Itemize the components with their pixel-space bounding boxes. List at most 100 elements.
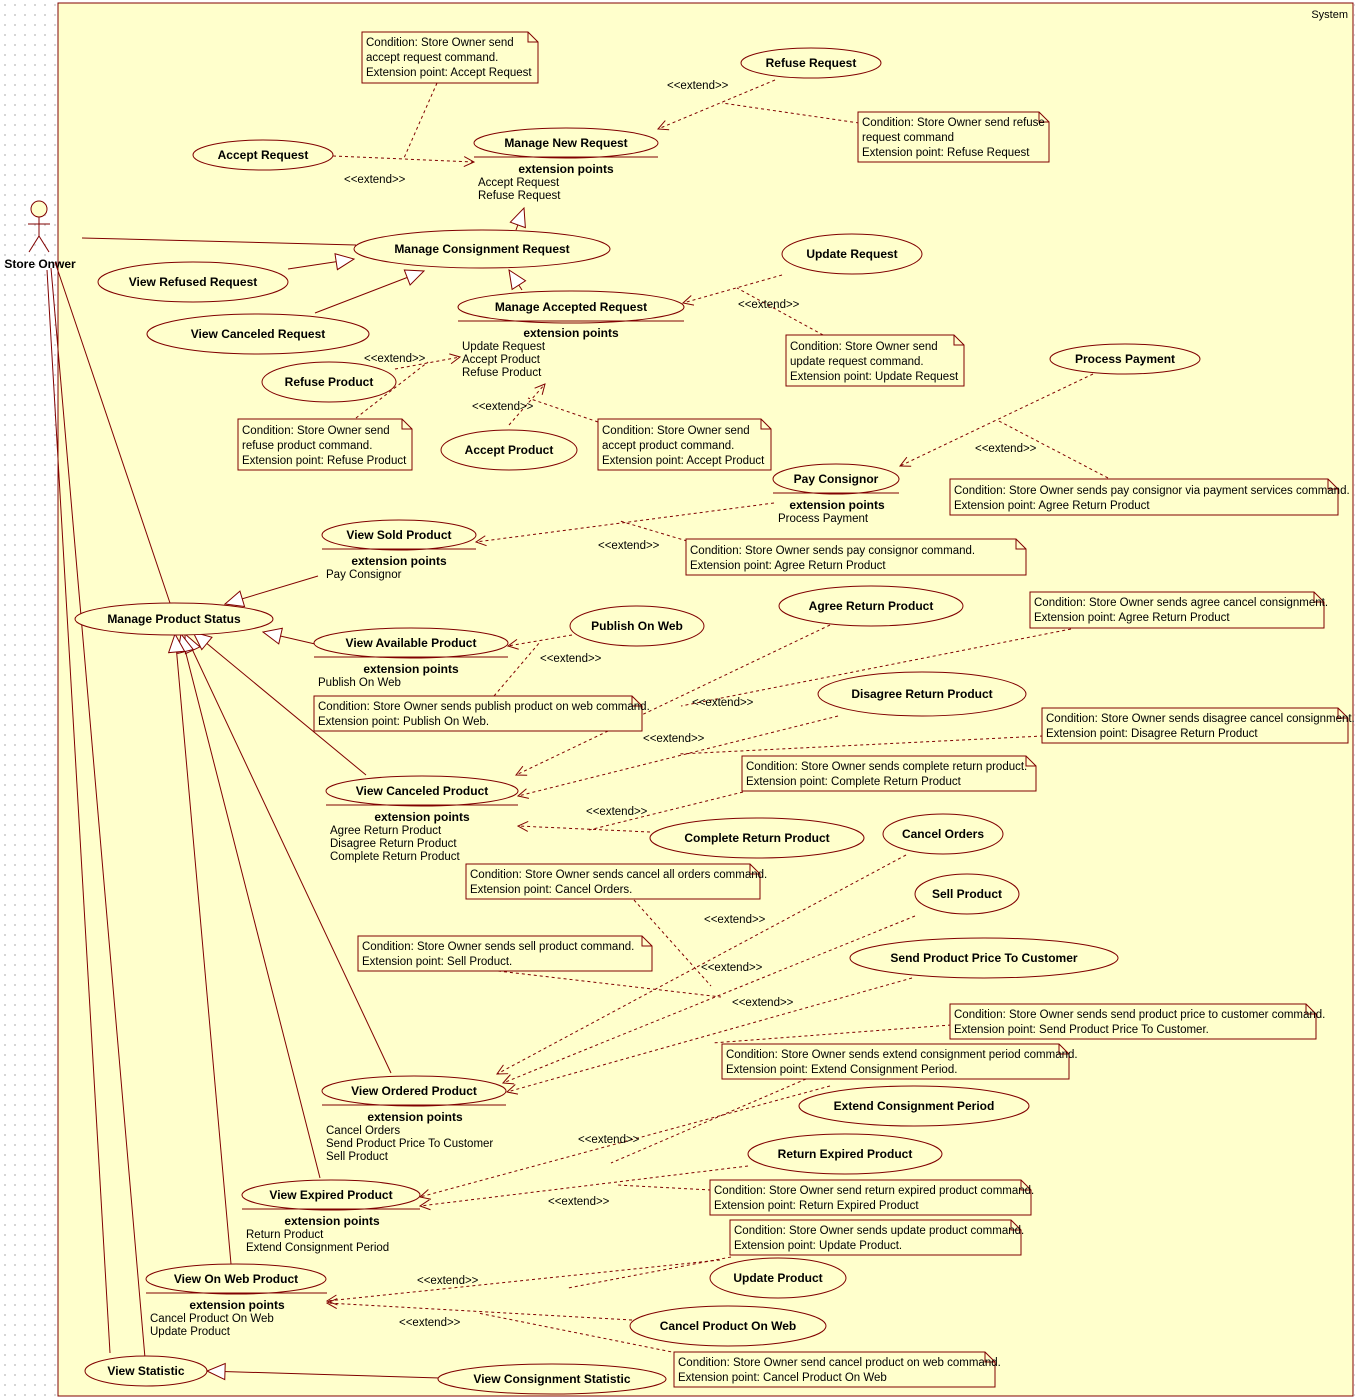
uc-pay-consignor-label: Pay Consignor	[794, 472, 879, 486]
ep-view-on-web-product: extension points Cancel Product On Web U…	[150, 1298, 285, 1338]
uc-view-expired-product[interactable]: View Expired Product	[241, 1179, 421, 1211]
uc-return-expired-product[interactable]: Return Expired Product	[747, 1133, 943, 1175]
uc-cancel-product-on-web-label: Cancel Product On Web	[660, 1319, 796, 1333]
note-line: Extension point: Sell Product.	[362, 956, 512, 968]
note-line: Condition: Store Owner sends cancel all …	[470, 869, 767, 881]
extend-label: <<extend>>	[586, 806, 648, 818]
uc-agree-return-product[interactable]: Agree Return Product	[778, 585, 964, 627]
uc-accept-request[interactable]: Accept Request	[192, 139, 334, 171]
uc-update-product-label: Update Product	[733, 1271, 822, 1285]
note-line: Extension point: Accept Product	[602, 455, 765, 467]
uc-manage-consignment-request[interactable]: Manage Consignment Request	[353, 229, 611, 269]
uc-view-on-web-product[interactable]: View On Web Product	[145, 1263, 327, 1295]
ep-item: Send Product Price To Customer	[326, 1138, 493, 1150]
uc-process-payment-label: Process Payment	[1075, 352, 1175, 366]
note-publish-on-web: Condition: Store Owner sends publish pro…	[313, 695, 650, 732]
ep-item: Complete Return Product	[330, 851, 461, 863]
note-update-product: Condition: Store Owner sends update prod…	[729, 1219, 1024, 1256]
note-line: Condition: Store Owner sends pay consign…	[954, 485, 1350, 497]
note-send-price: Condition: Store Owner sends send produc…	[949, 1003, 1325, 1040]
note-line: Extension point: Update Request	[790, 371, 959, 383]
uc-sell-product[interactable]: Sell Product	[914, 873, 1020, 915]
uc-view-canceled-request[interactable]: View Canceled Request	[146, 313, 370, 355]
note-disagree-return: Condition: Store Owner sends disagree ca…	[1041, 707, 1355, 744]
ep-item: Sell Product	[326, 1151, 389, 1163]
uc-cancel-product-on-web[interactable]: Cancel Product On Web	[629, 1305, 827, 1347]
uc-pay-consignor[interactable]: Pay Consignor	[772, 463, 900, 495]
uc-complete-return-product[interactable]: Complete Return Product	[649, 817, 865, 859]
note-line: Condition: Store Owner sends disagree ca…	[1046, 713, 1355, 725]
system-label: System	[1311, 9, 1348, 21]
ep-header: extension points	[363, 662, 459, 676]
note-agree-return: Condition: Store Owner sends agree cance…	[1029, 591, 1328, 629]
uc-manage-new-request[interactable]: Manage New Request	[473, 127, 659, 159]
note-line: Condition: Store Owner send refuse	[862, 117, 1045, 129]
uc-view-available-product[interactable]: View Available Product	[313, 627, 509, 659]
extend-label: <<extend>>	[692, 697, 754, 709]
note-refuse-request: Condition: Store Owner send refuse reque…	[857, 111, 1050, 163]
uc-send-product-price[interactable]: Send Product Price To Customer	[849, 937, 1119, 979]
note-line: Extension point: Update Product.	[734, 1240, 902, 1252]
uc-manage-accepted-request[interactable]: Manage Accepted Request	[457, 290, 685, 324]
uc-view-consignment-statistic-label: View Consignment Statistic	[473, 1372, 630, 1386]
note-line: Extension point: Cancel Product On Web	[678, 1372, 887, 1384]
actor-store-owner[interactable]	[28, 200, 50, 253]
uc-manage-product-status[interactable]: Manage Product Status	[74, 602, 274, 636]
note-line: Extension point: Extend Consignment Peri…	[726, 1064, 957, 1076]
uc-process-payment[interactable]: Process Payment	[1049, 343, 1201, 375]
uc-manage-consignment-request-label: Manage Consignment Request	[394, 242, 569, 256]
note-line: Extension point: Refuse Product	[242, 455, 407, 467]
actor-head	[30, 200, 48, 218]
uc-disagree-return-product[interactable]: Disagree Return Product	[817, 671, 1027, 717]
note-line: Condition: Store Owner sends send produc…	[954, 1009, 1325, 1021]
ep-header: extension points	[789, 498, 885, 512]
uc-refuse-request-label: Refuse Request	[766, 56, 857, 70]
extend-label: <<extend>>	[598, 540, 660, 552]
note-accept-product: Condition: Store Owner send accept produ…	[597, 418, 772, 471]
extend-label: <<extend>>	[344, 174, 406, 186]
note-line: Condition: Store Owner send	[602, 425, 750, 437]
uc-publish-on-web[interactable]: Publish On Web	[569, 605, 705, 647]
uc-accept-product[interactable]: Accept Product	[440, 429, 578, 471]
note-line: Extension point: Disagree Return Product	[1046, 728, 1258, 740]
note-line: Condition: Store Owner send cancel produ…	[678, 1357, 1001, 1369]
uc-view-sold-product[interactable]: View Sold Product	[321, 519, 477, 551]
uc-view-statistic[interactable]: View Statistic	[84, 1355, 208, 1387]
ep-header: extension points	[367, 1110, 463, 1124]
ep-header: extension points	[351, 554, 447, 568]
uc-refuse-product[interactable]: Refuse Product	[261, 361, 397, 403]
note-line: refuse product command.	[242, 440, 372, 452]
uc-update-request[interactable]: Update Request	[781, 233, 923, 275]
note-line: Condition: Store Owner sends update prod…	[734, 1225, 1024, 1237]
note-line: Condition: Store Owner sends complete re…	[746, 761, 1027, 773]
ep-view-canceled-product: extension points Agree Return Product Di…	[330, 810, 470, 863]
actor-name: Store Onwer	[4, 257, 76, 271]
uc-view-ordered-product[interactable]: View Ordered Product	[321, 1075, 507, 1107]
uc-cancel-orders[interactable]: Cancel Orders	[882, 813, 1004, 855]
uc-refuse-request[interactable]: Refuse Request	[740, 47, 882, 79]
ep-view-expired-product: extension points Return Product Extend C…	[246, 1214, 389, 1254]
uc-view-refused-request-label: View Refused Request	[129, 275, 257, 289]
uc-extend-consignment-period[interactable]: Extend Consignment Period	[798, 1085, 1030, 1127]
uc-accept-product-label: Accept Product	[465, 443, 554, 457]
extend-label: <<extend>>	[701, 962, 763, 974]
uc-update-request-label: Update Request	[806, 247, 897, 261]
uc-view-canceled-product[interactable]: View Canceled Product	[325, 775, 519, 807]
note-complete-return: Condition: Store Owner sends complete re…	[741, 755, 1037, 792]
uc-update-product[interactable]: Update Product	[709, 1257, 847, 1299]
note-line: accept product command.	[602, 440, 734, 452]
ep-view-available-product: extension points Publish On Web	[318, 662, 459, 689]
uc-view-refused-request[interactable]: View Refused Request	[97, 261, 289, 303]
ep-item: Accept Request	[478, 177, 560, 189]
generalizations	[175, 208, 524, 1378]
note-refuse-product: Condition: Store Owner send refuse produ…	[237, 418, 413, 471]
extend-label: <<extend>>	[364, 353, 426, 365]
extend-labels: <<extend>> <<extend>> <<extend>> <<exten…	[344, 80, 1037, 1329]
uc-complete-return-product-label: Complete Return Product	[684, 831, 829, 845]
uc-view-on-web-product-label: View On Web Product	[174, 1272, 298, 1286]
note-line: Condition: Store Owner sends publish pro…	[318, 701, 650, 713]
ep-header: extension points	[284, 1214, 380, 1228]
note-line: Extension point: Refuse Request	[862, 147, 1030, 159]
uc-view-consignment-statistic[interactable]: View Consignment Statistic	[437, 1363, 667, 1395]
